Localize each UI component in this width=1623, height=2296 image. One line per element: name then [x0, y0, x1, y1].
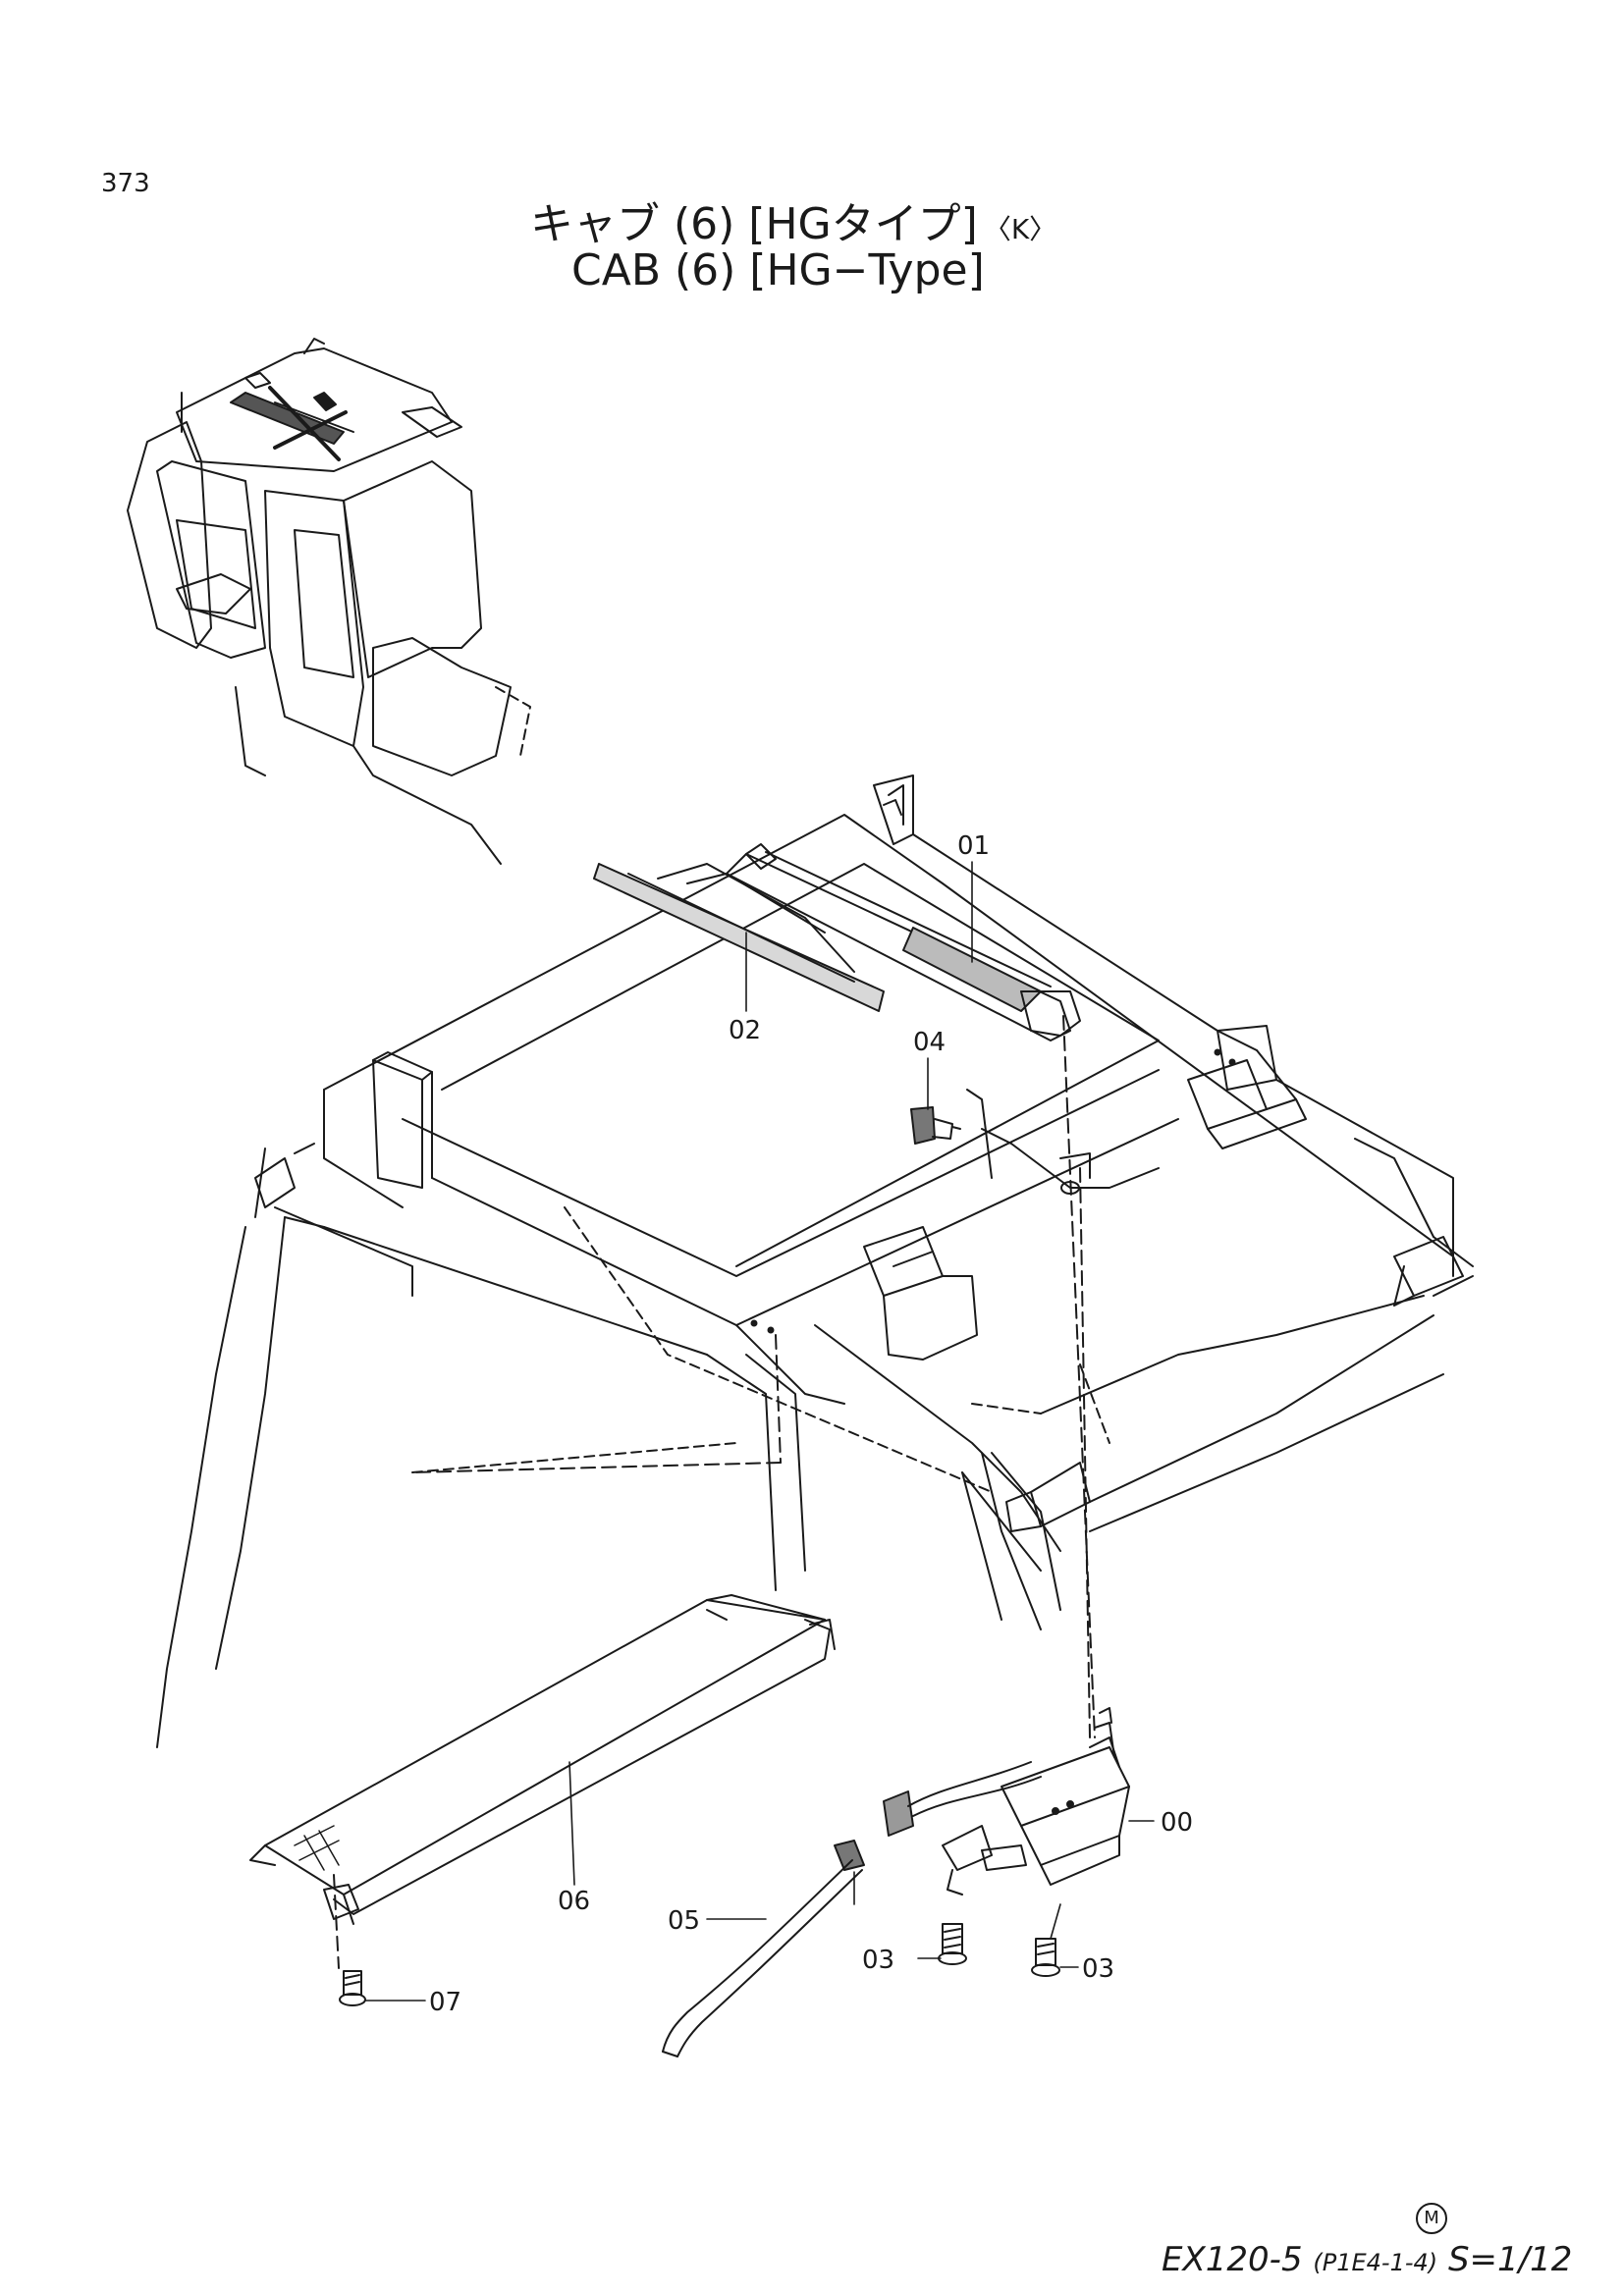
cab-roof-assembly: [156, 774, 1474, 1748]
title-jp-text: キャブ (6) [HGタイプ]: [530, 199, 978, 249]
callout-03-left: 03: [862, 1946, 894, 1975]
wiper-blade: [593, 863, 885, 1012]
wiper-motor: [883, 1707, 1130, 1896]
callout-04: 04: [913, 1028, 946, 1057]
sun-visor: [249, 1594, 836, 1925]
bolt-03-left: [938, 1923, 967, 1965]
footer-model: EX120-5: [1162, 2240, 1303, 2279]
callout-02: 02: [729, 1016, 761, 1045]
callout-00: 00: [1161, 1808, 1193, 1838]
page-number: 373: [101, 169, 150, 198]
bolt-03-right: [1031, 1938, 1060, 1977]
manufacturer-mark: M: [1416, 2203, 1447, 2234]
callout-01: 01: [957, 831, 990, 861]
footer-model-info: EX120-5 (P1E4-1-4) S=1/12: [1162, 2240, 1572, 2279]
wire-harness: [662, 1840, 865, 2057]
title-variant-badge: 〈K〉: [983, 213, 1057, 245]
callout-labels: 01 02 04 00 06 05 03 03 07: [429, 831, 1193, 2017]
wiper-arm: [726, 843, 1081, 1041]
assembly-guide-lines: [333, 1015, 1096, 1969]
footer-scale: S=1/12: [1447, 2240, 1573, 2279]
footer-code: (P1E4-1-4): [1313, 2249, 1438, 2276]
washer-nozzle: [910, 1106, 961, 1145]
page-title-english: CAB (6) [HG−Type]: [571, 245, 985, 295]
page-title-japanese: キャブ (6) [HGタイプ]〈K〉: [530, 188, 1056, 251]
callout-leaders: [365, 861, 1155, 2002]
cab-overview-inset: [127, 338, 531, 865]
bolt-07: [339, 1970, 366, 2006]
callout-07: 07: [429, 1988, 461, 2017]
callout-06: 06: [558, 1887, 590, 1916]
callout-05: 05: [668, 1906, 700, 1936]
callout-03-right: 03: [1082, 1954, 1114, 1984]
